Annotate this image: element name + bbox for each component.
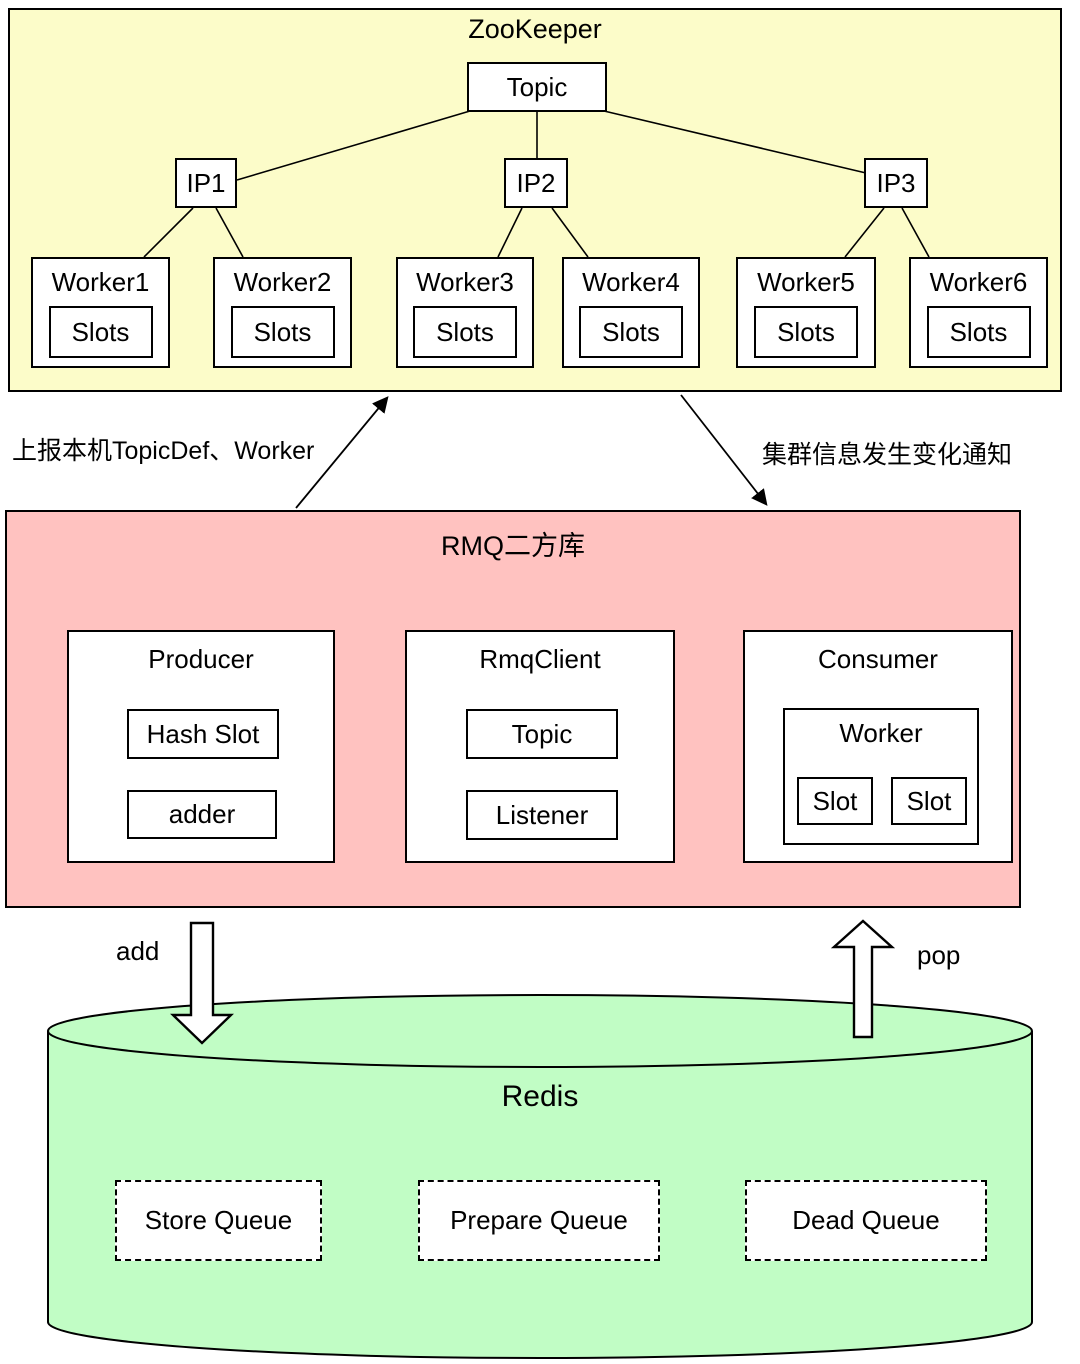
pop-block-arrow (830, 919, 896, 1039)
consumer-slot1-node: Slot (797, 777, 873, 825)
prepare-queue-node: Prepare Queue (418, 1180, 660, 1261)
worker6-label: Worker6 (929, 267, 1028, 297)
worker6-slots-node: Slots (926, 306, 1031, 358)
client-topic-node: Topic (466, 709, 618, 759)
worker2-node: Worker2 Slots (213, 257, 352, 368)
worker5-label: Worker5 (757, 267, 855, 297)
worker1-label: Worker1 (51, 267, 150, 297)
listener-node: Listener (466, 790, 618, 840)
pop-label: pop (917, 940, 961, 970)
hash-slot-node: Hash Slot (127, 709, 279, 759)
worker3-label: Worker3 (416, 267, 514, 297)
producer-group: Producer Hash Slot adder (67, 630, 335, 863)
report-flow-label: 上报本机TopicDef、Worker (12, 437, 315, 465)
ip3-node: IP3 (864, 158, 928, 208)
worker3-slots-node: Slots (413, 306, 517, 358)
worker4-label: Worker4 (582, 267, 680, 297)
worker2-label: Worker2 (233, 267, 332, 297)
worker2-slots-node: Slots (230, 306, 335, 358)
worker5-slots-node: Slots (754, 306, 858, 358)
topic-node: Topic (467, 62, 607, 112)
worker6-node: Worker6 Slots (909, 257, 1048, 368)
consumer-slot2-node: Slot (891, 777, 967, 825)
ip1-node: IP1 (175, 158, 237, 208)
dead-queue-node: Dead Queue (745, 1180, 987, 1261)
store-queue-node: Store Queue (115, 1180, 322, 1261)
worker4-node: Worker4 Slots (562, 257, 700, 368)
worker1-slots-node: Slots (48, 306, 153, 358)
worker5-node: Worker5 Slots (736, 257, 876, 368)
zookeeper-title: ZooKeeper (468, 14, 602, 44)
worker4-slots-node: Slots (579, 306, 683, 358)
notify-arrow (680, 394, 768, 506)
rmq-client-title: RmqClient (479, 644, 601, 674)
rmq-client-group: RmqClient Topic Listener (405, 630, 675, 863)
worker1-node: Worker1 Slots (31, 257, 170, 368)
redis-title: Redis (501, 1080, 579, 1113)
producer-title: Producer (148, 644, 254, 674)
consumer-title: Consumer (818, 644, 938, 674)
add-label: add (116, 936, 160, 966)
worker3-node: Worker3 Slots (396, 257, 534, 368)
ip2-node: IP2 (504, 158, 568, 208)
add-block-arrow (170, 921, 234, 1045)
notify-flow-label: 集群信息发生变化通知 (762, 441, 1013, 469)
consumer-group: Consumer Worker Slot Slot (743, 630, 1013, 863)
consumer-worker-node: Worker Slot Slot (783, 708, 979, 845)
consumer-worker-title: Worker (839, 718, 923, 748)
rmq-title: RMQ二方库 (441, 531, 585, 561)
adder-node: adder (127, 790, 277, 839)
redis-cylinder (47, 994, 1033, 1360)
